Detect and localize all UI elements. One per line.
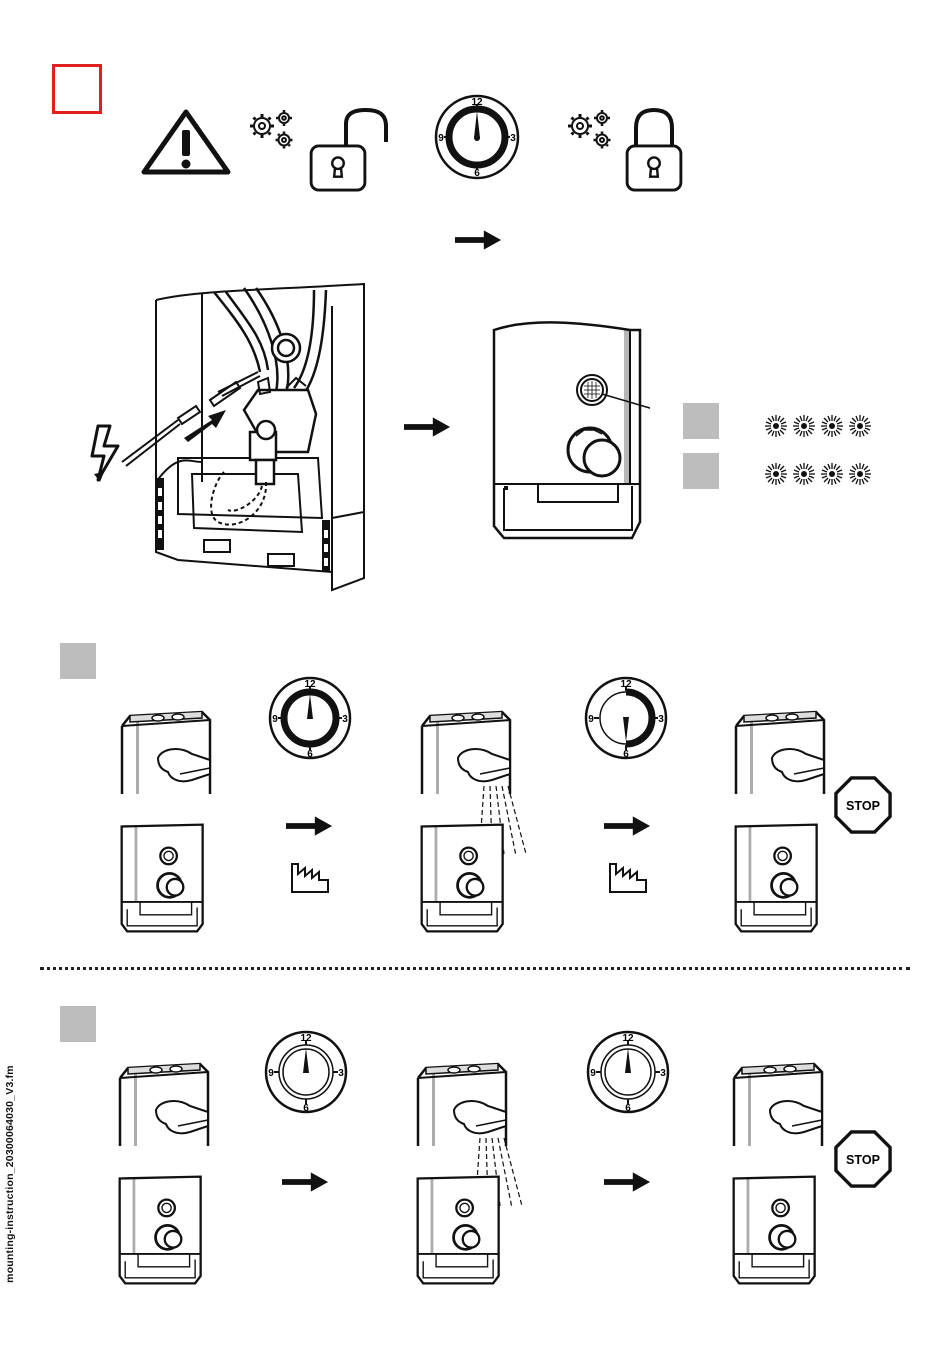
led-blink-icon bbox=[820, 414, 844, 438]
led-blink-icon bbox=[764, 462, 788, 486]
dial-label-6: 6 bbox=[307, 749, 313, 760]
factory-icon bbox=[290, 860, 330, 894]
closed-water-heater-illustration bbox=[490, 316, 650, 546]
led-blink-icon bbox=[764, 414, 788, 438]
dial-label-12: 12 bbox=[620, 679, 632, 690]
stop-sign-label: STOP bbox=[846, 1153, 880, 1167]
locked-padlock-icon bbox=[624, 106, 684, 192]
shower-control-unit bbox=[732, 818, 824, 938]
shower-head-unit bbox=[732, 708, 832, 798]
led-indicator-box-2 bbox=[683, 453, 719, 489]
temperature-dial-icon: 12 3 6 9 bbox=[268, 676, 352, 760]
arrow-right-icon bbox=[455, 228, 503, 252]
stop-sign-icon: STOP bbox=[834, 1130, 892, 1188]
temperature-dial-icon: 12 3 6 9 bbox=[264, 1030, 348, 1114]
dial-label-9: 9 bbox=[268, 1068, 274, 1079]
arrow-right-icon bbox=[604, 1170, 652, 1194]
led-blink-icon bbox=[820, 462, 844, 486]
dial-label-6: 6 bbox=[623, 749, 629, 760]
led-blink-icon bbox=[792, 462, 816, 486]
dial-label-3: 3 bbox=[658, 714, 664, 725]
shower-control-unit bbox=[730, 1170, 822, 1290]
temperature-dial-icon: 12 3 6 9 bbox=[586, 1030, 670, 1114]
shower-head-unit bbox=[730, 1060, 830, 1150]
shower-control-unit bbox=[418, 818, 510, 938]
file-name-label: mounting-instruction_20300064030_V3.fm bbox=[4, 1044, 16, 1304]
dial-label-3: 3 bbox=[510, 133, 516, 144]
arrow-right-icon bbox=[286, 814, 334, 838]
settings-gears-icon bbox=[566, 108, 618, 152]
dial-label-3: 3 bbox=[660, 1068, 666, 1079]
settings-gears-icon bbox=[248, 108, 300, 152]
stop-sign-icon: STOP bbox=[834, 776, 892, 834]
led-blink-icon bbox=[848, 414, 872, 438]
warning-icon bbox=[140, 108, 232, 176]
dial-label-9: 9 bbox=[590, 1068, 596, 1079]
dial-label-6: 6 bbox=[474, 168, 480, 179]
shower-control-unit bbox=[118, 818, 210, 938]
unlocked-padlock-icon bbox=[306, 106, 392, 192]
dial-label-12: 12 bbox=[300, 1033, 312, 1044]
open-water-heater-illustration bbox=[118, 282, 368, 592]
led-blink-icon bbox=[792, 414, 816, 438]
dial-label-6: 6 bbox=[625, 1103, 631, 1114]
step-marker-box bbox=[52, 64, 102, 114]
dial-label-12: 12 bbox=[622, 1033, 634, 1044]
shower-head-unit bbox=[116, 1060, 216, 1150]
stop-sign-label: STOP bbox=[846, 799, 880, 813]
led-indicator-box-1 bbox=[683, 403, 719, 439]
shower-control-unit bbox=[116, 1170, 208, 1290]
led-blink-icon bbox=[848, 462, 872, 486]
shower-head-unit bbox=[118, 708, 218, 798]
dial-label-12: 12 bbox=[471, 97, 483, 108]
dial-label-9: 9 bbox=[438, 133, 444, 144]
shower-control-unit bbox=[414, 1170, 506, 1290]
section-marker-b bbox=[60, 1006, 96, 1042]
dial-label-3: 3 bbox=[342, 714, 348, 725]
arrow-right-icon bbox=[404, 415, 452, 439]
dial-label-9: 9 bbox=[272, 714, 278, 725]
temperature-dial-icon: 12 3 6 9 bbox=[434, 94, 520, 180]
arrow-right-icon bbox=[604, 814, 652, 838]
dial-label-12: 12 bbox=[304, 679, 316, 690]
dial-label-6: 6 bbox=[303, 1103, 309, 1114]
factory-icon bbox=[608, 860, 648, 894]
section-marker-a bbox=[60, 643, 96, 679]
dial-label-9: 9 bbox=[588, 714, 594, 725]
dial-label-3: 3 bbox=[338, 1068, 344, 1079]
temperature-dial-icon: 12 3 6 9 bbox=[584, 676, 668, 760]
section-divider bbox=[40, 967, 910, 970]
arrow-right-icon bbox=[282, 1170, 330, 1194]
